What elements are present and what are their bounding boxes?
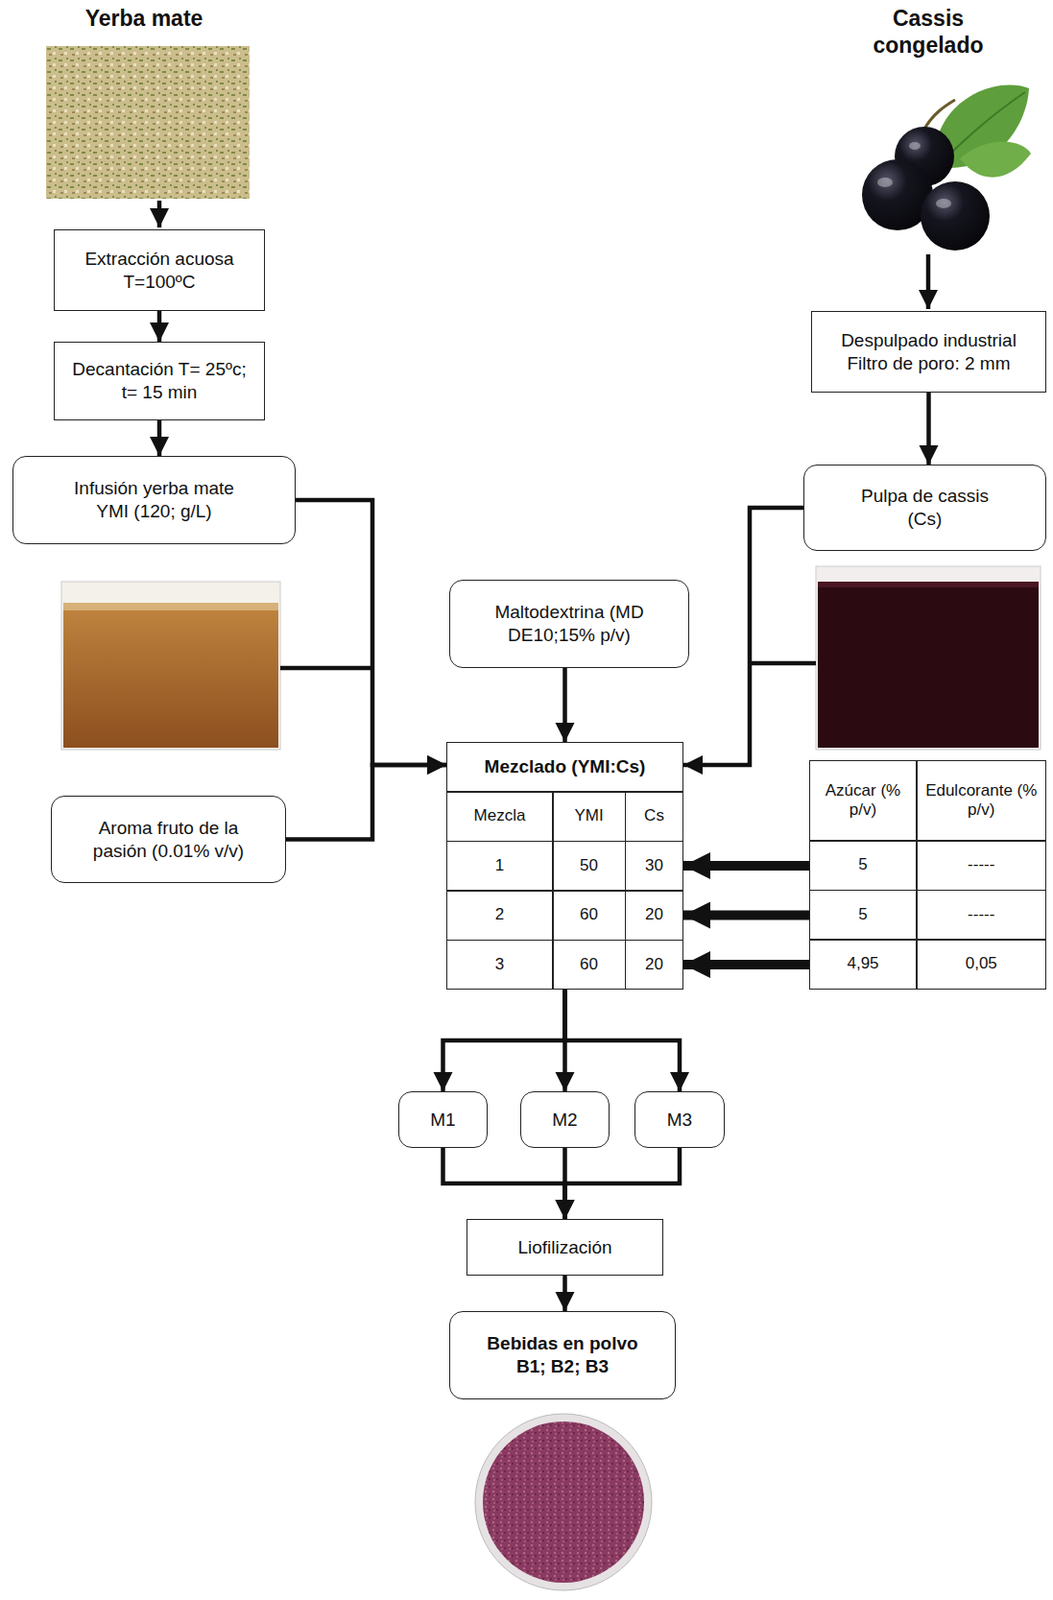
flow-arrow [683, 507, 804, 766]
table-cell: Mezcla [447, 792, 552, 841]
table-cell: 1 [447, 841, 552, 890]
berry-highlight [877, 177, 893, 188]
flow-arrow [565, 989, 681, 1092]
yerba-photo [46, 46, 250, 199]
box-text: Pulpa de cassis (Cs) [846, 484, 1004, 531]
ingredient-box: Aroma fruto de la pasión (0.01% v/v) [50, 795, 287, 884]
table-cell: 20 [625, 891, 683, 940]
box-text: Liofilización [517, 1236, 612, 1260]
flow-arrow [443, 989, 566, 1092]
thick-arrow [683, 959, 810, 970]
process-box: Extracción acuosa T=100ºC [53, 229, 265, 312]
flow-arrow [286, 765, 447, 840]
pulp-liquid [817, 581, 1039, 748]
berry [920, 181, 990, 251]
table-cell: 5 [810, 841, 916, 890]
table-cell: 60 [553, 940, 625, 989]
box-text: Decantación T= 25ºc; t= 15 min [64, 358, 255, 405]
beaker-line [749, 661, 816, 667]
table-cell: 20 [625, 940, 683, 989]
box-text: M3 [667, 1108, 693, 1132]
table-cell: 5 [810, 890, 916, 939]
table-cell: 2 [447, 891, 552, 940]
photo-title: Cassis congelado [851, 5, 1006, 59]
table-cell: ----- [917, 841, 1047, 890]
flow-arrow [565, 1148, 681, 1220]
stem [923, 99, 956, 131]
table-cell: YMI [553, 792, 625, 841]
flow-arrow [295, 500, 447, 766]
table-cell: 30 [625, 841, 683, 890]
table-cell: 4,95 [810, 940, 916, 989]
ingredient-box: Maltodextrina (MD DE10;15% p/v) [449, 579, 690, 669]
product-box: Bebidas en polvo B1; B2; B3 [449, 1311, 676, 1400]
beaker [61, 581, 281, 750]
photo-arrow [926, 254, 932, 310]
box-text: Aroma fruto de la pasión (0.01% v/v) [76, 816, 261, 863]
box-text: Infusión yerba mate YMI (120; g/L) [61, 477, 247, 524]
flow-arrow [157, 311, 163, 342]
foam [63, 602, 279, 611]
flow-arrow [926, 392, 932, 465]
beaker-line [280, 666, 373, 671]
table-cell: Mezclado (YMI:Cs) [447, 742, 683, 791]
table-cell: Azúcar (% p/v) [810, 761, 916, 840]
photo-title: Yerba mate [57, 5, 231, 33]
product-box: Pulpa de cassis (Cs) [803, 464, 1047, 551]
table-cell: ----- [917, 890, 1047, 939]
thick-arrow [683, 861, 810, 871]
process-box: Despulpado industrial Filtro de poro: 2 … [811, 311, 1047, 393]
mixture-box: M2 [520, 1091, 610, 1149]
pulp-surface [817, 581, 1039, 588]
beaker [815, 566, 1041, 750]
mixture-box: M1 [398, 1091, 488, 1149]
berry-highlight [935, 198, 952, 209]
table-cell: 0,05 [917, 940, 1047, 989]
table-cell: 50 [553, 841, 625, 890]
table-cell: 60 [553, 891, 625, 940]
sweetener-table: Azúcar (% p/v)Edulcorante (% p/v)5-----5… [809, 760, 1047, 990]
table-cell: Cs [625, 792, 683, 841]
thick-arrow [683, 910, 810, 921]
flow-arrow [562, 668, 568, 742]
box-text: Despulpado industrial Filtro de poro: 2 … [821, 329, 1036, 376]
process-box: Liofilización [466, 1219, 664, 1276]
flow-arrow [443, 1148, 566, 1220]
process-box: Decantación T= 25ºc; t= 15 min [53, 341, 265, 421]
box-text: Extracción acuosa T=100ºC [66, 247, 253, 294]
powder [482, 1421, 645, 1583]
table-cell: Edulcorante (% p/v) [917, 761, 1047, 840]
flow-arrow [562, 1275, 568, 1312]
berry-highlight [909, 142, 921, 150]
leaf [959, 142, 1031, 178]
petri-dish [475, 1413, 652, 1591]
flow-arrow [157, 420, 163, 456]
mix-table: Mezclado (YMI:Cs)MezclaYMICs 15030 26020 36… [446, 741, 684, 990]
box-text: Bebidas en polvo B1; B2; B3 [478, 1332, 647, 1379]
box-text: Maltodextrina (MD DE10;15% p/v) [486, 600, 652, 647]
box-text: M2 [551, 1108, 577, 1132]
product-box: Infusión yerba mate YMI (120; g/L) [12, 455, 296, 545]
mixture-box: M3 [634, 1091, 725, 1149]
table-cell: 3 [447, 940, 552, 989]
photo-arrow [157, 200, 163, 228]
box-text: M1 [430, 1108, 455, 1132]
infusion-liquid [63, 602, 279, 748]
